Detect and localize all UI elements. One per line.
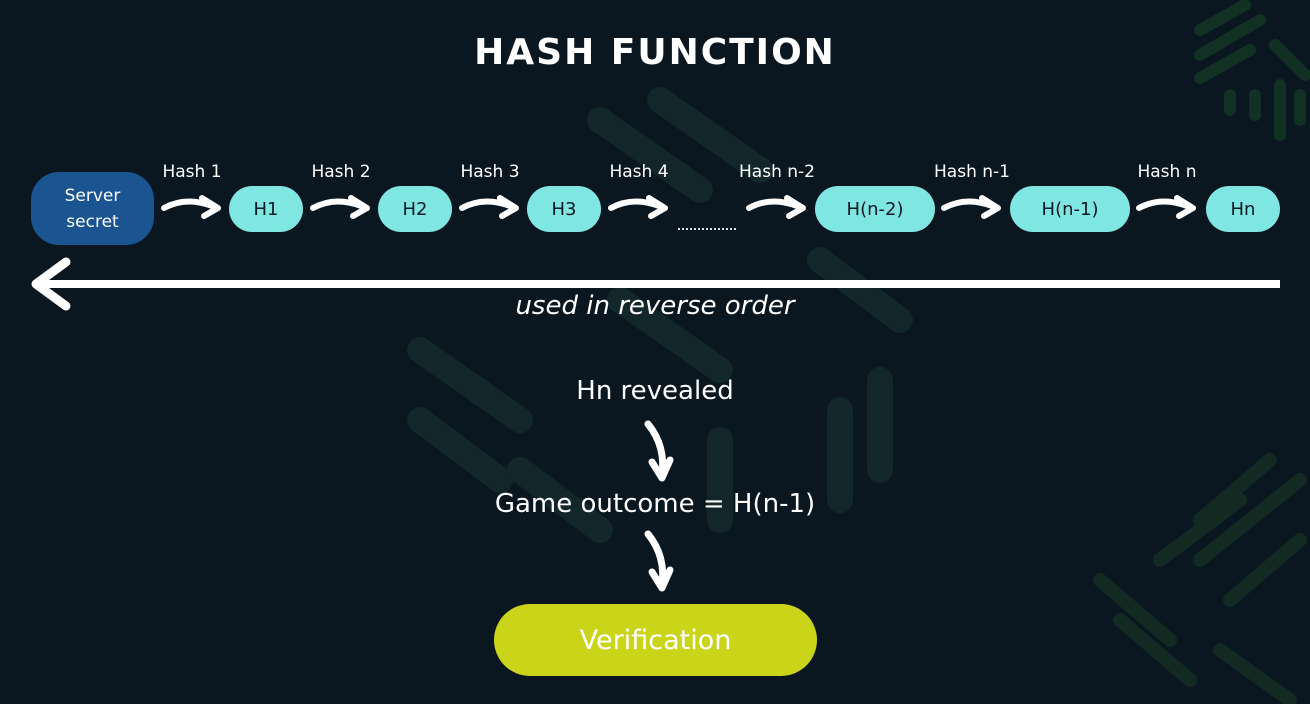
page-title: HASH FUNCTION bbox=[474, 32, 836, 73]
node-h-n-1: H(n-1) bbox=[1010, 186, 1130, 232]
edge-label-hash-1: Hash 1 bbox=[162, 162, 222, 182]
down-arrow-1 bbox=[644, 420, 674, 482]
arrow-hash-1 bbox=[164, 198, 218, 216]
node-h2: H2 bbox=[378, 186, 452, 232]
step-hn-revealed: Hn revealed bbox=[576, 376, 734, 406]
arrow-hash-4 bbox=[611, 198, 665, 216]
arrow-hash-n bbox=[1139, 198, 1193, 216]
arrow-hash-3 bbox=[462, 198, 516, 216]
node-h3: H3 bbox=[527, 186, 601, 232]
arrow-hash-n-1 bbox=[944, 198, 998, 216]
arrow-hash-2 bbox=[313, 198, 367, 216]
node-hn: Hn bbox=[1206, 186, 1280, 232]
node-h1: H1 bbox=[229, 186, 303, 232]
reverse-order-arrow bbox=[31, 257, 1280, 311]
edge-label-hash-n: Hash n bbox=[1137, 162, 1197, 182]
reverse-order-label: used in reverse order bbox=[515, 291, 795, 321]
edge-label-hash-n-2: Hash n-2 bbox=[739, 162, 815, 182]
down-arrow-2 bbox=[644, 530, 674, 592]
edge-label-hash-n-1: Hash n-1 bbox=[934, 162, 1010, 182]
edge-label-hash-4: Hash 4 bbox=[609, 162, 669, 182]
edge-label-hash-2: Hash 2 bbox=[311, 162, 371, 182]
edge-label-hash-3: Hash 3 bbox=[460, 162, 520, 182]
step-game-outcome: Game outcome = H(n-1) bbox=[494, 489, 816, 519]
node-h-n-2: H(n-2) bbox=[815, 186, 935, 232]
arrow-hash-n-2 bbox=[749, 198, 803, 216]
server-secret-node: Server secret bbox=[31, 172, 154, 245]
verification-node: Verification bbox=[494, 604, 817, 676]
